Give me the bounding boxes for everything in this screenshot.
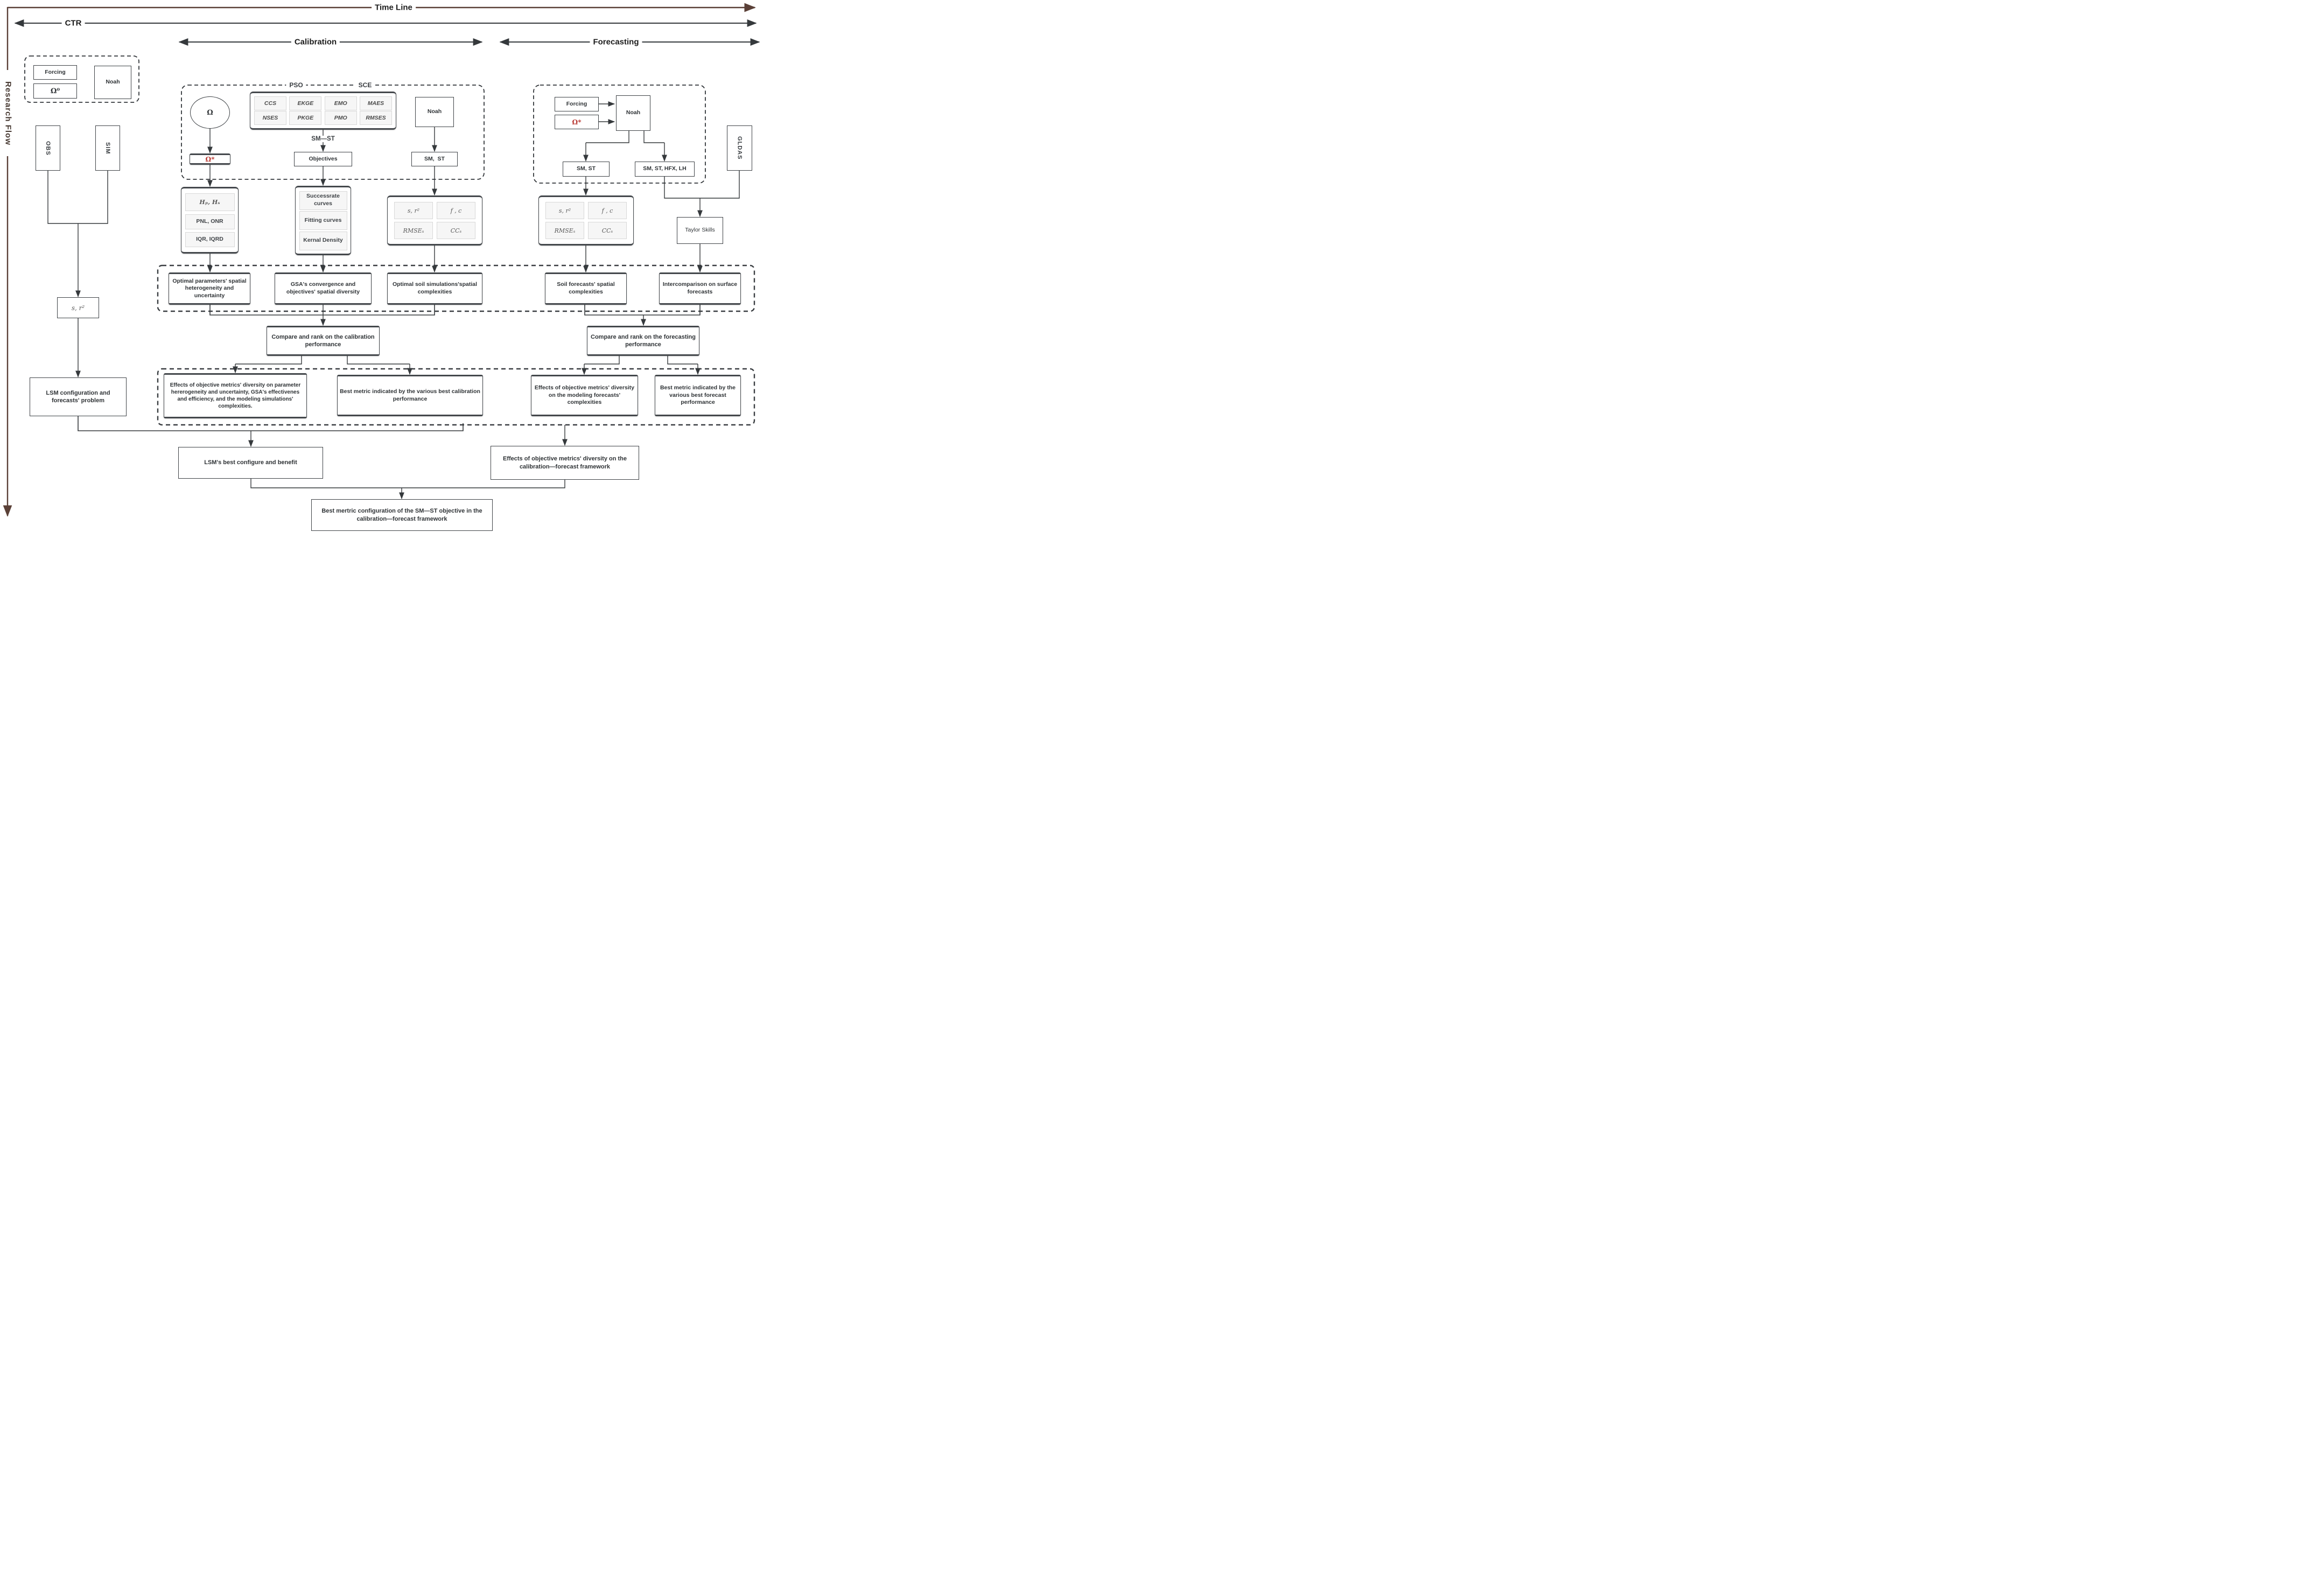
gldas-box: GLDAS xyxy=(727,125,752,171)
fc-forcing-box: Forcing xyxy=(555,97,599,111)
param-metrics-group: Hₚ, Hₛ PNL, ONR IQR, IQRD xyxy=(181,187,239,254)
fc-omegastar-label: Ω* xyxy=(572,118,582,126)
research-flow-label-wrap: Research Flow xyxy=(1,70,15,156)
compare-fc-right-split xyxy=(667,356,698,365)
metric-chip-ekge: EKGE xyxy=(289,96,322,110)
kernal-chip: Kernal Density xyxy=(299,231,347,250)
noah-left-branch xyxy=(586,131,629,143)
fc-smsthfxlh-box: SM, ST, HFX, LH xyxy=(635,162,695,177)
final-merge-line xyxy=(250,479,565,488)
research-flow-diagram: Time Line CTR Calibration Forecasting Re… xyxy=(0,0,766,532)
ctr-omega0-box: Ω⁰ xyxy=(33,83,77,99)
compare-cal-right-split xyxy=(347,356,410,365)
sce-label: SCE xyxy=(355,81,375,89)
cal-noah-box: Noah xyxy=(415,97,454,127)
cal-sim-metrics-group: s, r² f , c RMSEₛ CCₛ xyxy=(387,195,482,246)
forecast-dashed-box xyxy=(533,85,706,184)
best-metric-cal-box: Best metric indicated by the various bes… xyxy=(337,375,483,416)
effects-cal-fc-framework-box: Effects of objective metrics' diversity … xyxy=(491,446,639,480)
outcome-soil-fc-box: Soil forecasts' spatial complexities xyxy=(545,272,627,305)
fc-smst-box: SM, ST xyxy=(563,162,610,177)
fitting-chip: Fitting curves xyxy=(299,211,347,230)
sr2-box: s, r² xyxy=(57,297,99,318)
sm-st-line-label: SM—ST xyxy=(308,136,338,142)
compare-cal-left-split xyxy=(235,356,302,365)
lsmconfig-bottom-line xyxy=(78,416,464,431)
obs-box: OBS xyxy=(36,125,60,171)
metric-chip-nses: NSES xyxy=(254,111,286,125)
forecasting-label: Forecasting xyxy=(590,37,642,47)
metric-chip-pkge: PKGE xyxy=(289,111,322,125)
connector-layer xyxy=(3,3,760,517)
compare-fc-left-split xyxy=(584,356,620,365)
fc-noah-box: Noah xyxy=(616,95,650,131)
ctr-forcing-box: Forcing xyxy=(33,65,77,80)
pso-label: PSO xyxy=(286,81,306,89)
gsa-curves-group: Successrate curves Fitting curves Kernal… xyxy=(295,186,351,255)
obs-sim-merge-line xyxy=(47,171,108,224)
compare-fc-box: Compare and rank on the forecasting perf… xyxy=(587,326,699,356)
omega-label: Ω xyxy=(207,108,213,117)
cal-outcome-merge-line xyxy=(209,305,435,316)
lsm-config-box: LSM configuration and forecasts' problem xyxy=(30,377,127,416)
obs-label: OBS xyxy=(45,141,51,156)
effects-fc-box: Effects of objective metrics' diversity … xyxy=(531,375,638,416)
best-metric-config-box: Best mertric configuration of the SM—ST … xyxy=(311,499,493,531)
calibration-label: Calibration xyxy=(291,37,340,47)
fc-omegastar-box: Ω* xyxy=(555,115,599,129)
objectives-box: Objectives xyxy=(294,152,352,166)
sim-box: SIM xyxy=(95,125,120,171)
pso-sce-dashed-box xyxy=(181,85,485,180)
cal-rmse-chip: RMSEₛ xyxy=(394,222,433,239)
timeline-label: Time Line xyxy=(372,3,416,12)
hp-hs-chip: Hₚ, Hₛ xyxy=(185,193,235,212)
outcome-intercomparison-box: Intercomparison on surface forecasts xyxy=(659,272,741,305)
cal-smst-box: SM, ST xyxy=(411,152,458,166)
lsm-best-box: LSM's best configure and benefit xyxy=(178,447,323,479)
ctr-dashed-box xyxy=(24,55,139,103)
research-flow-label: Research Flow xyxy=(3,81,13,145)
fc-sr2-chip: s, r² xyxy=(545,202,584,219)
successrate-chip: Successrate curves xyxy=(299,191,347,210)
cal-cc-chip: CCₛ xyxy=(437,222,475,239)
fc-rmse-chip: RMSEₛ xyxy=(545,222,584,239)
metric-chip-rmses: RMSES xyxy=(359,111,392,125)
hfx-gldas-merge-line xyxy=(664,171,740,199)
cal-sr2-chip: s, r² xyxy=(394,202,433,219)
cal-omegastar-label: Ω* xyxy=(205,155,215,163)
compare-cal-box: Compare and rank on the calibration perf… xyxy=(267,326,380,356)
outcome-gsa-box: GSA's convergence and objectives' spatia… xyxy=(275,272,372,305)
omega-ellipse: Ω xyxy=(190,96,230,129)
outcome-soil-sim-box: Optimal soil simulations'spatial complex… xyxy=(387,272,482,305)
pnl-onr-chip: PNL, ONR xyxy=(185,214,235,229)
fc-metrics-group: s, r² f , c RMSEₛ CCₛ xyxy=(538,195,634,246)
fc-outcome-merge-line xyxy=(584,305,701,316)
iqr-iqrd-chip: IQR, IQRD xyxy=(185,232,235,247)
best-metric-fc-box: Best metric indicated by the various bes… xyxy=(655,375,741,416)
metric-chip-maes: MAES xyxy=(359,96,392,110)
metric-chip-ccs: CCS xyxy=(254,96,286,110)
taylor-skills-box: Taylor Skills xyxy=(677,217,723,244)
cal-omegastar-box: Ω* xyxy=(190,153,230,165)
outcome-optimal-params-box: Optimal parameters' spatial heterogeneit… xyxy=(169,272,250,305)
fc-cc-chip: CCₛ xyxy=(588,222,627,239)
effects-dashed-row xyxy=(157,368,755,426)
fc-fc-chip: f , c xyxy=(588,202,627,219)
objective-metrics-grid: CCS EKGE EMO MAES NSES PKGE PMO RMSES xyxy=(250,92,396,130)
cal-fc-chip: f , c xyxy=(437,202,475,219)
effects-cal-box: Effects of objective metrics' diversity … xyxy=(164,373,307,418)
ctr-noah-box: Noah xyxy=(94,66,131,99)
gldas-label: GLDAS xyxy=(736,136,743,160)
ctr-label: CTR xyxy=(61,18,85,28)
metric-chip-pmo: PMO xyxy=(324,111,357,125)
sim-label: SIM xyxy=(104,142,111,155)
outcomes-dashed-row xyxy=(157,264,755,312)
noah-right-branch xyxy=(643,131,664,143)
metric-chip-emo: EMO xyxy=(324,96,357,110)
